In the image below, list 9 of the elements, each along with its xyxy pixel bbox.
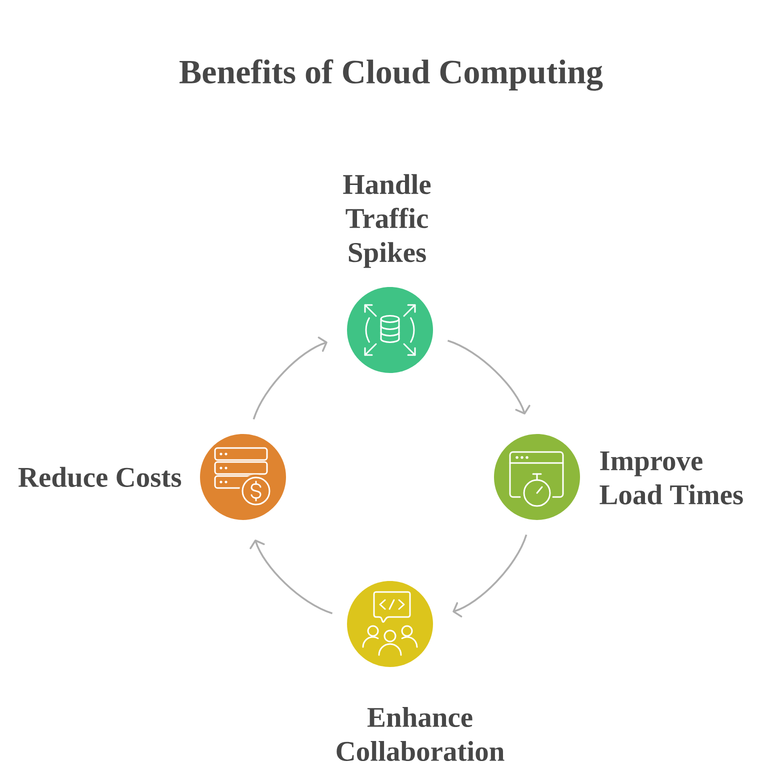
- step-label: Handle Traffic Spikes: [343, 174, 431, 268]
- step-label: Reduce Costs: [18, 466, 182, 488]
- curved-arrow: [452, 534, 528, 618]
- step-label: Enhance Collaboration: [336, 706, 504, 762]
- curved-arrow: [250, 540, 333, 614]
- curved-arrow: [447, 340, 530, 414]
- step-label: Improve Load Times: [600, 452, 743, 504]
- title: Benefits of Cloud Computing: [180, 59, 603, 91]
- curved-arrow: [252, 336, 328, 420]
